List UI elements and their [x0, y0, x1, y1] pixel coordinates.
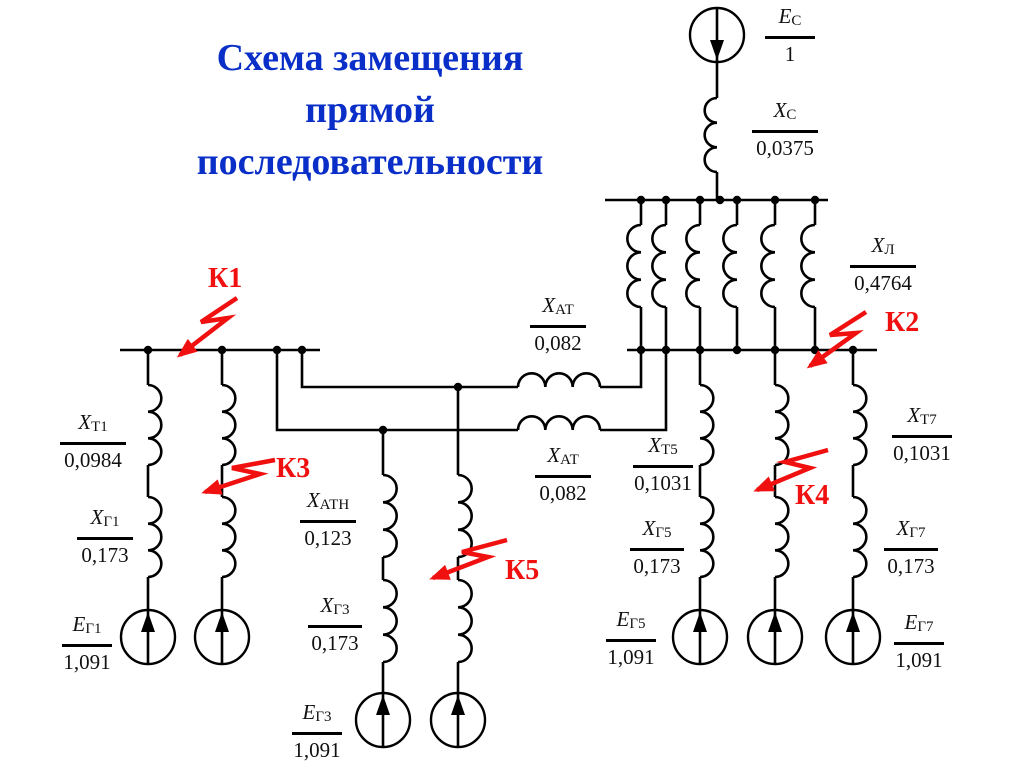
label-e-g3: EГ3 1,091: [292, 700, 342, 762]
generator-source-icon-g2-arrow-head: [215, 612, 229, 632]
junction-dot: [217, 345, 227, 355]
junction-dot: [695, 345, 705, 355]
inductor-x-l-4: [722, 223, 738, 309]
fault-k3-icon-arrow-head: [201, 479, 223, 495]
label-x-l: XЛ 0,4764: [850, 233, 916, 295]
label-x-t5: XТ5 0,1031: [633, 433, 693, 495]
label-x-g3: XГ3 0,173: [308, 593, 362, 655]
fault-k1-icon: [178, 296, 239, 357]
fault-label-k1: К1: [208, 263, 243, 294]
inductor-x-t-g6: [774, 383, 790, 467]
junction-dot: [661, 195, 671, 205]
label-x-g5: XГ5 0,173: [630, 516, 684, 578]
wire-at-upper-right: [600, 350, 643, 389]
fault-label-k5: К5: [505, 555, 540, 586]
junction-dot: [297, 345, 307, 355]
generator-source-icon-g1-arrow-head: [141, 612, 155, 632]
inductor-x-at-lower: [516, 415, 602, 431]
label-e-g1: EГ1 1,091: [62, 612, 112, 674]
junction-dot: [770, 345, 780, 355]
inductor-x-t-g4: [457, 473, 473, 559]
label-x-atn: XАТН 0,123: [300, 488, 356, 550]
inductor-x-c: [703, 96, 718, 174]
label-x-at-lower: XАТ 0,082: [535, 443, 591, 505]
junction-dot: [453, 382, 463, 392]
fault-label-k4: К4: [795, 480, 830, 511]
label-x-t1: XТ1 0,0984: [60, 410, 126, 472]
junction-dot: [636, 195, 646, 205]
label-x-at-upper: XАТ 0,082: [530, 293, 586, 355]
generator-source-icon-g4-arrow-head: [451, 695, 465, 715]
inductor-x-g-g4: [457, 578, 473, 664]
fault-k1-icon-arrow-head: [176, 338, 198, 358]
wire-at-lower-right: [600, 350, 668, 432]
generator-source-icon-g6-arrow-head: [768, 612, 782, 632]
generator-source-icon-g5-arrow-head: [693, 612, 707, 632]
fault-k5-icon: [432, 537, 508, 581]
inductor-x-g-g6: [774, 495, 790, 579]
junction-dots: [143, 195, 858, 435]
inductor-x-l-3: [685, 223, 701, 309]
junction-dot: [661, 345, 671, 355]
system-source-icon-arrow-head: [710, 40, 724, 60]
fault-k2-icon: [808, 310, 868, 368]
label-e-g7: EГ7 1,091: [894, 610, 944, 672]
inductor-x-t-g7: [852, 383, 868, 467]
inductor-x-t-g2: [221, 383, 237, 467]
junction-dot: [143, 345, 153, 355]
junction-dot: [715, 195, 725, 205]
label-x-g7: XГ7 0,173: [884, 516, 938, 578]
label-e-g5: EГ5 1,091: [606, 607, 656, 669]
junction-dot: [695, 195, 705, 205]
inductor-x-g-g7: [852, 495, 868, 579]
inductor-x-g-g1: [147, 495, 163, 579]
junction-dot: [732, 195, 742, 205]
fault-k4-icon-arrow-head: [753, 476, 775, 492]
junction-dot: [636, 345, 646, 355]
inductor-x-g-g5: [699, 495, 715, 579]
inductor-x-t-g3: [382, 473, 398, 559]
inductor-x-l-6: [800, 223, 816, 309]
junction-dot: [810, 195, 820, 205]
junction-dot: [848, 345, 858, 355]
title-line-3: последовательности: [196, 141, 544, 183]
inductor-x-l-5: [760, 223, 776, 309]
inductor-x-l-2: [651, 223, 667, 309]
label-x-c: XС 0,0375: [752, 98, 818, 160]
label-e-c: EС 1: [765, 4, 815, 66]
junction-dot: [378, 425, 388, 435]
junction-dot: [732, 345, 742, 355]
inductor-x-l-1: [626, 223, 642, 309]
inductor-x-t-g1: [147, 383, 163, 467]
inductor-x-g-g3: [382, 578, 398, 664]
inductor-x-at-upper: [516, 372, 602, 388]
inductor-x-t-g5: [699, 383, 715, 467]
fault-markers: [176, 296, 868, 581]
title-line-1: Схема замещения: [216, 37, 524, 79]
wire-at-upper-left: [300, 350, 518, 389]
fault-k2-icon-arrow-head: [806, 350, 828, 369]
wire-at-lower-left: [275, 350, 518, 432]
label-x-g1: XГ1 0,173: [77, 505, 133, 567]
emf-sources: [119, 6, 882, 749]
junction-dot: [770, 195, 780, 205]
inductor-x-g-g2: [221, 495, 237, 579]
inductors: [147, 96, 868, 664]
fault-k5-icon-arrow-head: [429, 564, 451, 580]
title-line-2: прямой: [305, 89, 435, 131]
fault-k3-icon: [204, 457, 276, 495]
diagram-title: Схема замещения прямой последовательност…: [130, 32, 610, 188]
generator-source-icon-g3-arrow-head: [376, 695, 390, 715]
label-x-t7: XТ7 0,1031: [892, 403, 952, 465]
junction-dot: [272, 345, 282, 355]
fault-label-k2: К2: [885, 307, 920, 338]
junction-dot: [810, 345, 820, 355]
fault-label-k3: К3: [276, 453, 311, 484]
generator-source-icon-g7-arrow-head: [846, 612, 860, 632]
fault-k4-icon: [756, 447, 829, 493]
